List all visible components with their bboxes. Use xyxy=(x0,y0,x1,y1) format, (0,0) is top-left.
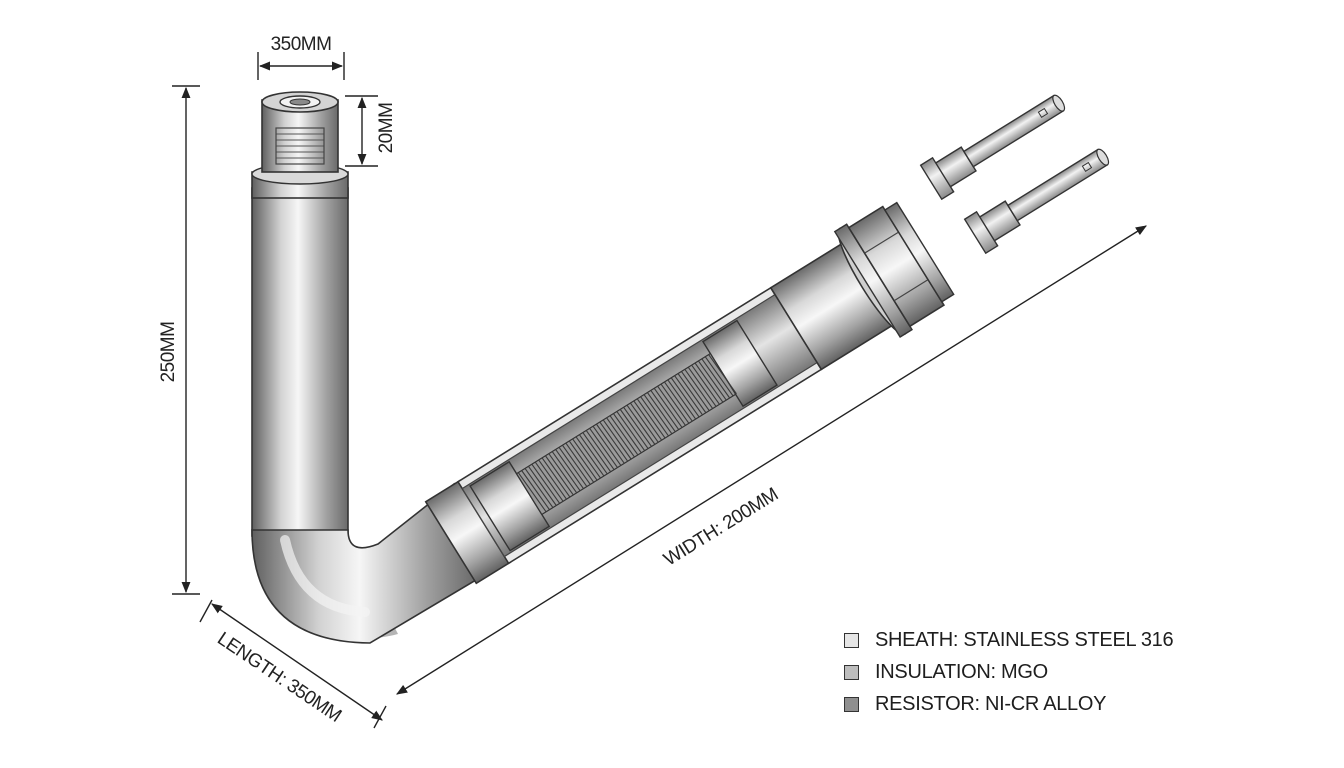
legend-item-insulation: INSULATION: MGO xyxy=(844,656,1173,688)
legend-item-resistor: RESISTOR: NI-CR ALLOY xyxy=(844,688,1173,720)
resistor-coil xyxy=(517,354,737,513)
top-width-label: 350MM xyxy=(271,34,332,55)
dimension-lines xyxy=(172,52,1147,729)
material-legend: SHEATH: STAINLESS STEEL 316 INSULATION: … xyxy=(844,624,1174,720)
length-label: LENGTH: 350MM xyxy=(213,628,345,726)
sheath-swatch xyxy=(844,632,859,648)
terminal-upper xyxy=(919,94,1066,201)
insulation-swatch xyxy=(844,664,859,680)
top-cap xyxy=(251,91,349,199)
resistor-swatch xyxy=(844,696,859,712)
heater-tube xyxy=(251,91,1110,644)
legend-item-sheath: SHEATH: STAINLESS STEEL 316 xyxy=(844,624,1174,656)
width-label: WIDTH: 200MM xyxy=(660,484,782,570)
legend-label: INSULATION: MGO xyxy=(875,660,1048,683)
cap-height-label: 20MM xyxy=(376,103,397,154)
vertical-height-label: 250MM xyxy=(158,322,179,383)
legend-label: SHEATH: STAINLESS STEEL 316 xyxy=(875,628,1174,651)
legend-label: RESISTOR: NI-CR ALLOY xyxy=(875,692,1107,715)
terminal-lower xyxy=(963,148,1110,255)
